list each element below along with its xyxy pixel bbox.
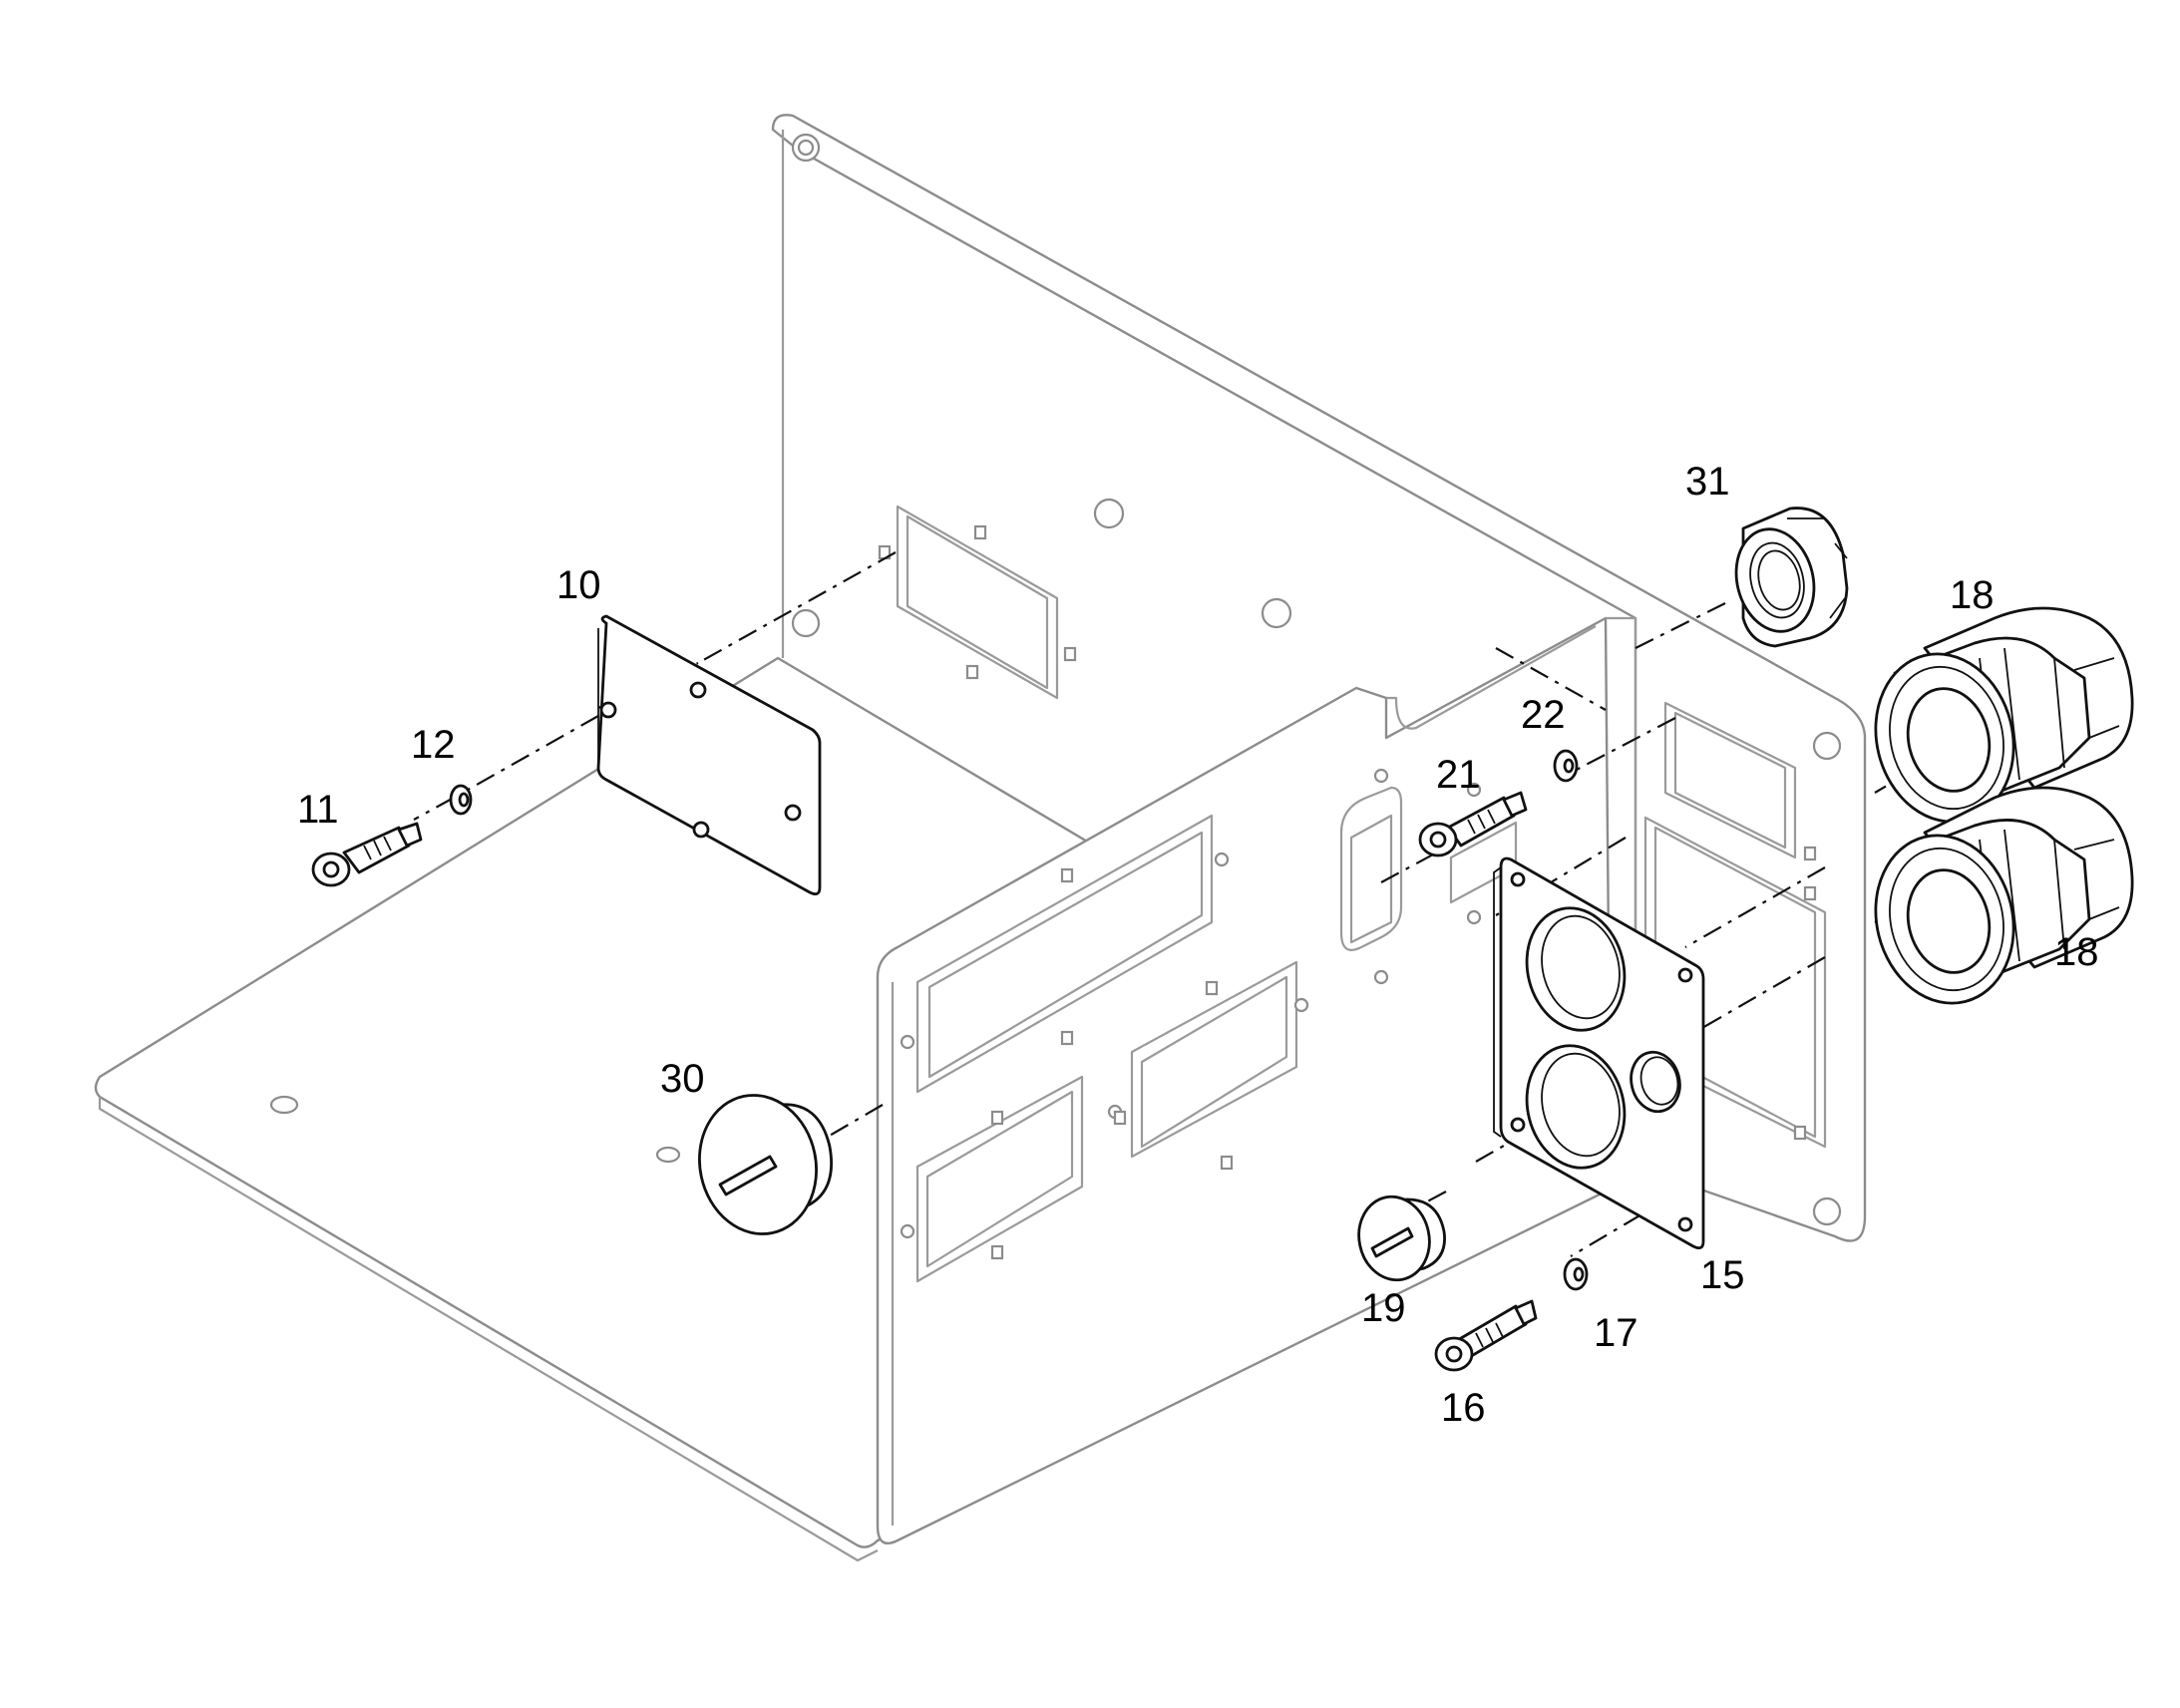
part-31-lock-nut xyxy=(1734,507,1849,648)
part-15-flange-plate xyxy=(1493,856,1705,1250)
part-30-sealing-plug xyxy=(698,1094,833,1235)
callout-30: 30 xyxy=(660,1057,705,1101)
callout-15: 15 xyxy=(1700,1253,1745,1297)
part-12-washer xyxy=(449,784,473,816)
callout-18-lower: 18 xyxy=(2054,930,2099,974)
part-21-screw xyxy=(1418,791,1528,857)
callout-17: 17 xyxy=(1594,1311,1638,1355)
callout-labels: 10 11 12 30 31 18 18 22 21 15 19 17 16 xyxy=(297,460,2099,1430)
part-18-cable-gland-lower xyxy=(1874,786,2134,1005)
callout-11: 11 xyxy=(297,788,339,832)
part-16-screw xyxy=(1434,1299,1538,1372)
part-17-washer xyxy=(1563,1257,1589,1291)
part-11-screw xyxy=(311,822,423,887)
part-10-cover-plate xyxy=(596,614,822,896)
callout-12: 12 xyxy=(411,723,456,767)
part-19-sealing-plug xyxy=(1357,1195,1446,1282)
callout-10: 10 xyxy=(556,563,601,607)
part-22-washer xyxy=(1553,749,1579,783)
callout-18-upper: 18 xyxy=(1950,573,1995,617)
callout-31: 31 xyxy=(1685,460,1730,504)
callout-19: 19 xyxy=(1361,1286,1406,1330)
callout-22: 22 xyxy=(1521,693,1566,737)
housing-back-panel xyxy=(771,114,1867,1242)
callout-16: 16 xyxy=(1441,1386,1486,1430)
callout-21: 21 xyxy=(1436,753,1481,797)
part-18-cable-gland-upper xyxy=(1874,606,2134,824)
